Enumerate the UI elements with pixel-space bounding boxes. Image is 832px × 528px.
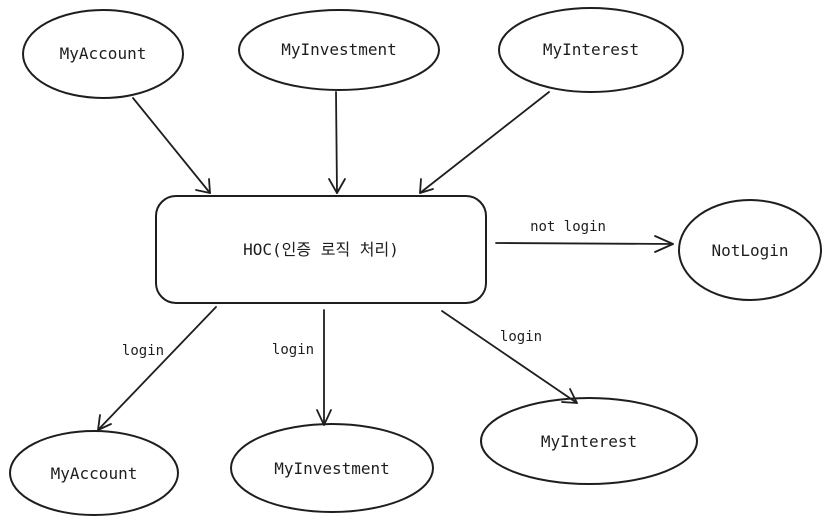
edge-label-login-interest: login: [500, 329, 542, 345]
node-hoc-label: HOC(인증 로직 처리): [243, 240, 399, 259]
node-hoc: HOC(인증 로직 처리): [155, 195, 487, 304]
node-my-interest-top-label: MyInterest: [543, 40, 639, 59]
node-not-login: NotLogin: [678, 199, 822, 301]
node-my-investment-bottom-label: MyInvestment: [274, 459, 390, 478]
edge-label-login-account: login: [122, 343, 164, 359]
arrow-hoc-to-interest: [441, 310, 578, 404]
node-my-account-top-label: MyAccount: [60, 44, 147, 63]
arrow-hoc-to-investment: [316, 309, 332, 426]
node-my-interest-bottom: MyInterest: [480, 397, 698, 485]
node-my-investment-bottom: MyInvestment: [230, 423, 434, 513]
node-not-login-label: NotLogin: [711, 241, 788, 260]
node-my-interest-top: MyInterest: [498, 7, 684, 93]
node-my-interest-bottom-label: MyInterest: [541, 432, 637, 451]
arrow-hoc-to-account: [97, 306, 217, 431]
arrow-account-to-hoc: [132, 97, 211, 194]
edge-label-not-login: not login: [530, 219, 606, 235]
arrow-investment-to-hoc: [328, 91, 346, 194]
node-my-account-bottom-label: MyAccount: [51, 464, 138, 483]
arrow-interest-to-hoc: [419, 91, 550, 194]
node-my-account-top: MyAccount: [22, 9, 184, 99]
edge-label-login-investment: login: [272, 342, 314, 358]
node-my-investment-top: MyInvestment: [238, 9, 440, 91]
node-my-investment-top-label: MyInvestment: [281, 40, 397, 59]
arrow-hoc-to-notlogin: [495, 235, 674, 253]
node-my-account-bottom: MyAccount: [9, 430, 179, 516]
